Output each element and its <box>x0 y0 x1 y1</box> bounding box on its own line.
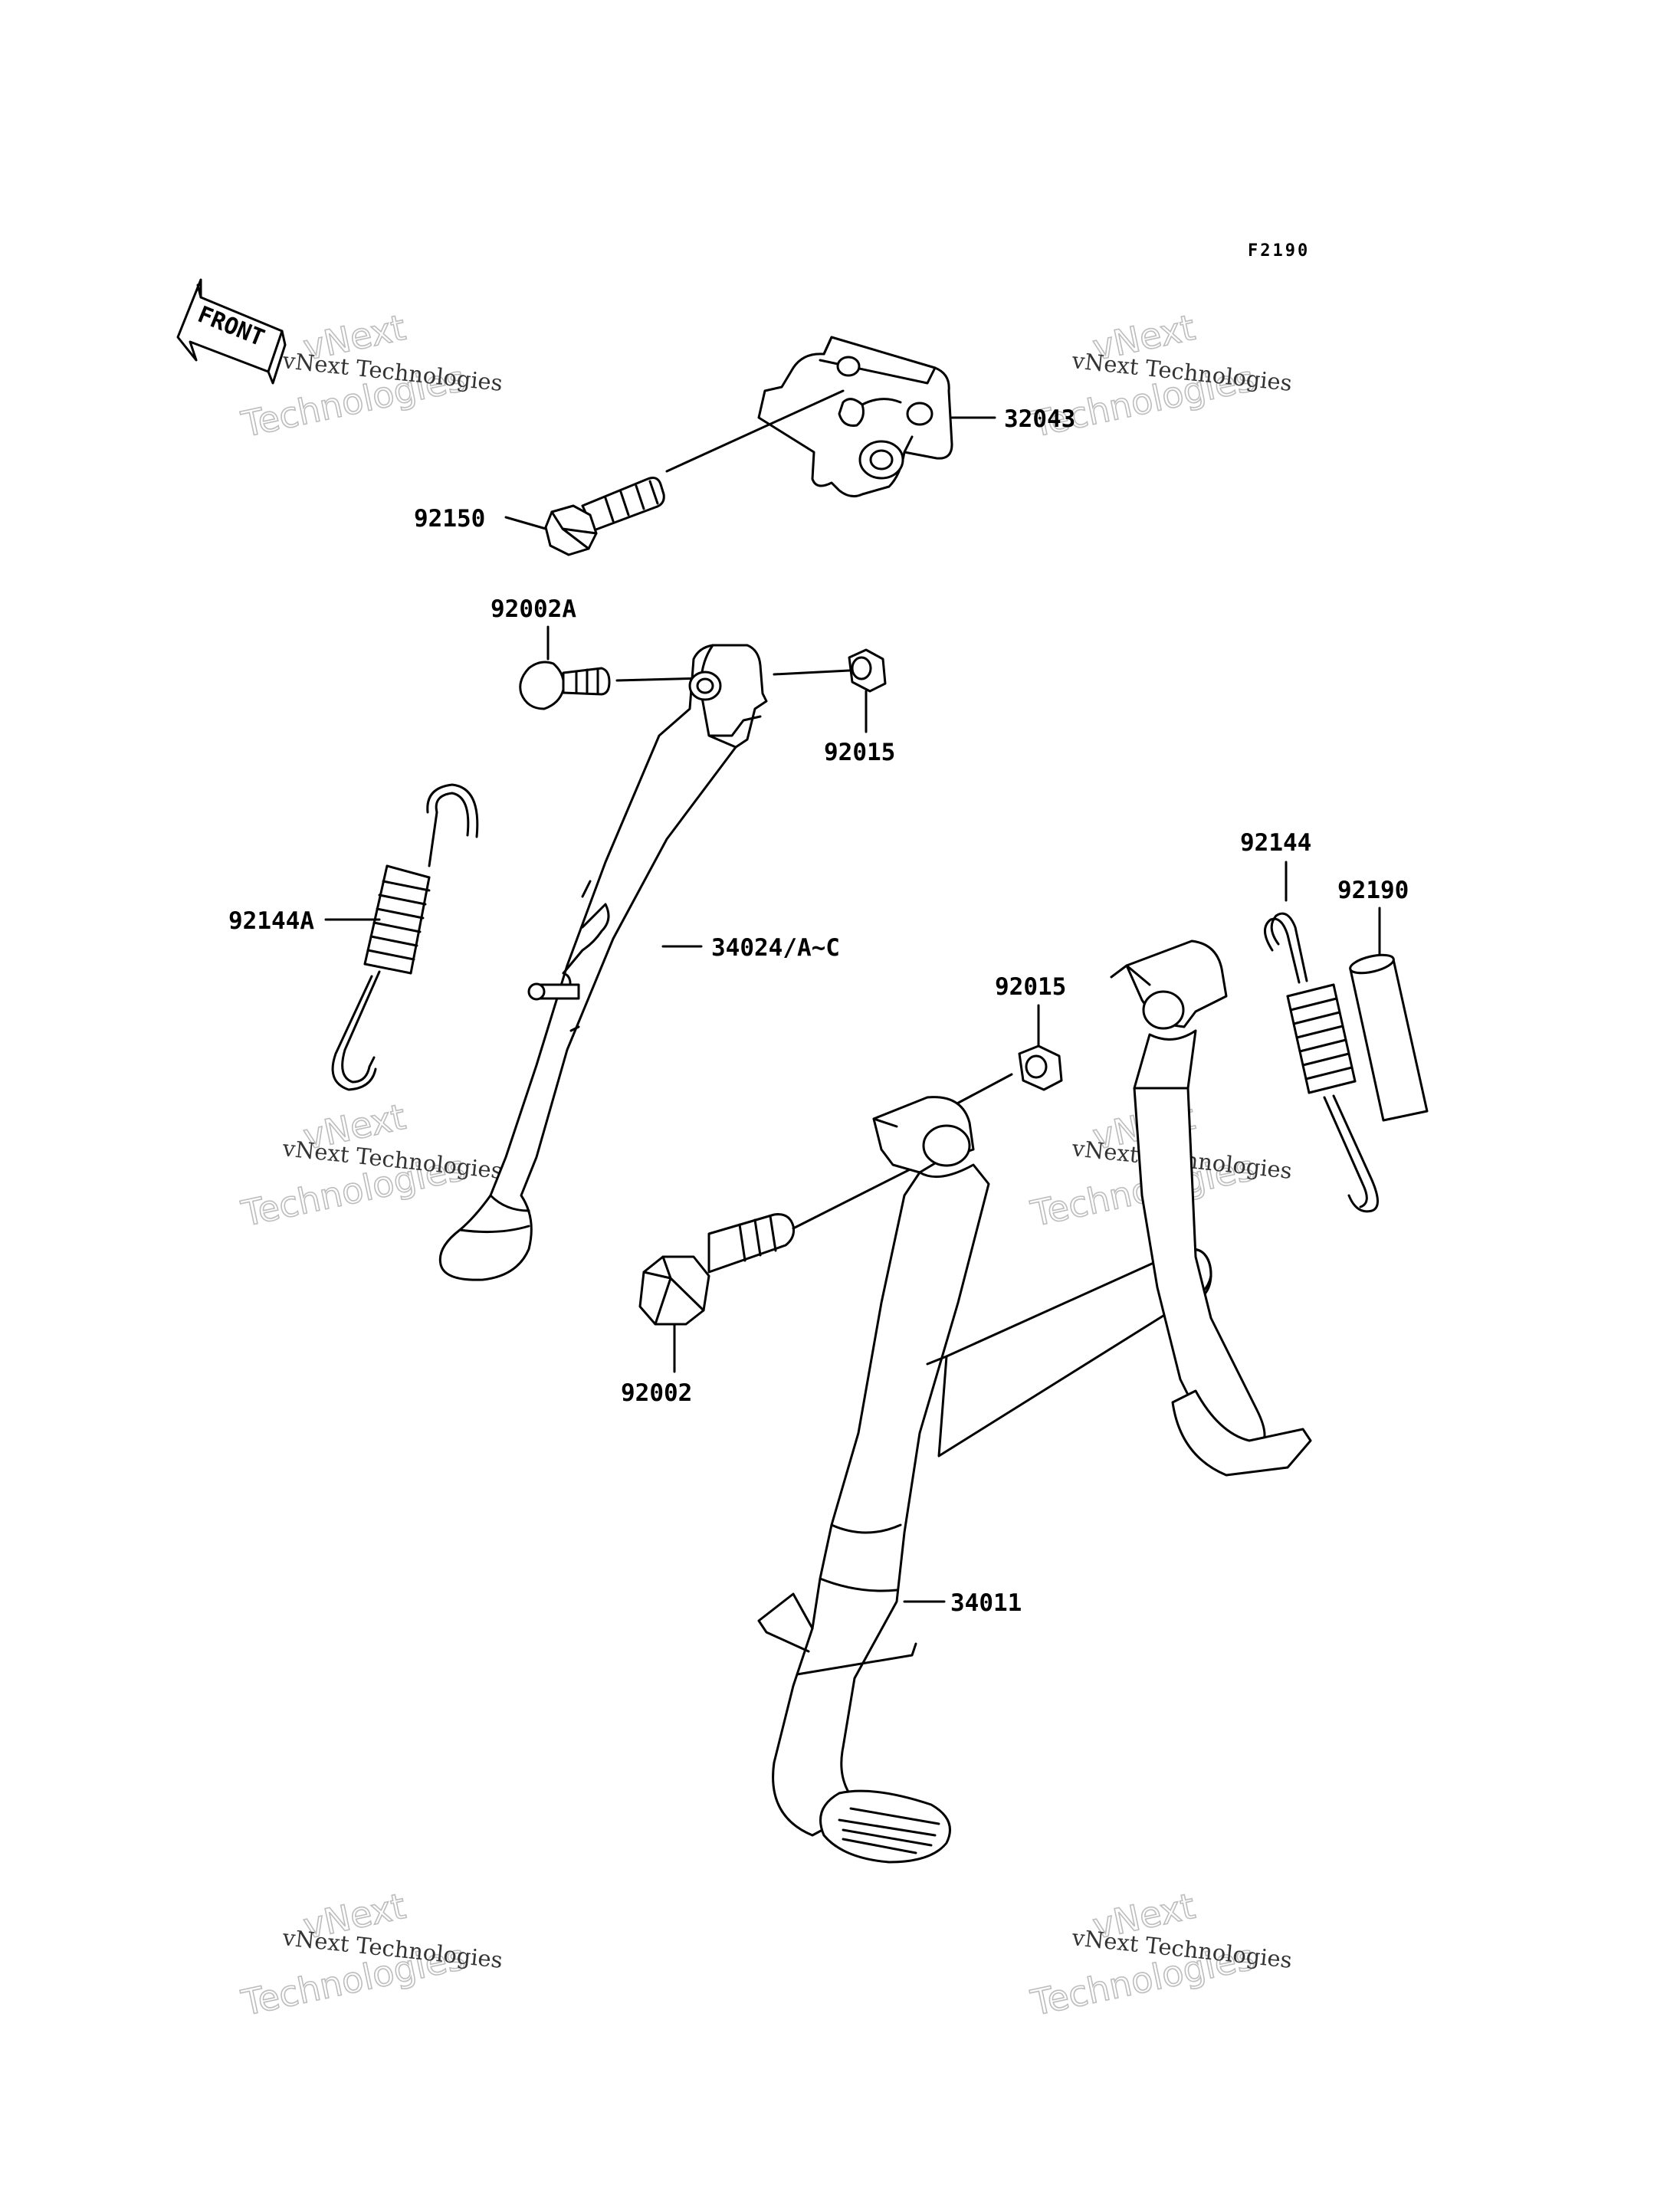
part-label-main-stand-bolt: 92002 <box>621 1379 692 1407</box>
watermark-group: vNext Technologies vNext Technologies vN… <box>237 306 1293 2025</box>
watermark-bottom-right: vNext Technologies vNext Technologies <box>1026 1884 1293 2025</box>
side-stand-bolt-drawing <box>519 661 611 710</box>
main-stand-spring-drawing <box>1264 912 1379 1213</box>
part-label-main-stand: 34011 <box>950 1589 1022 1617</box>
watermark-mid-left: vNext Technologies vNext Technologies <box>237 1095 504 1235</box>
watermark-bottom-left: vNext Technologies vNext Technologies <box>237 1884 504 2025</box>
part-label-collar: 92190 <box>1337 877 1409 904</box>
part-label-side-stand-nut: 92015 <box>824 739 895 766</box>
main-stand-drawing <box>757 939 1312 1864</box>
side-stand-drawing <box>438 644 768 1281</box>
front-arrow-icon: FRONT <box>176 278 287 385</box>
leader-line <box>773 669 851 676</box>
figure-code: F2190 <box>1248 241 1310 261</box>
part-label-main-stand-nut: 92015 <box>995 973 1066 1001</box>
part-label-side-stand: 34024/A~C <box>711 934 840 962</box>
leader-line <box>504 516 547 530</box>
side-stand-spring-drawing <box>331 783 479 1091</box>
collar-drawing <box>1349 953 1429 1122</box>
bracket-bolt-drawing <box>544 477 665 556</box>
part-label-side-stand-bolt: 92002A <box>491 595 576 623</box>
bracket-drawing <box>757 336 953 498</box>
part-label-main-stand-spring: 92144 <box>1240 829 1311 857</box>
part-label-bracket: 32043 <box>1004 405 1075 433</box>
side-stand-nut-drawing <box>848 648 887 693</box>
leader-line <box>615 677 707 682</box>
watermark-top-left: vNext Technologies vNext Technologies <box>237 306 504 446</box>
main-stand-nut-drawing <box>1018 1044 1063 1091</box>
part-label-bracket-bolt: 92150 <box>414 505 485 533</box>
main-stand-bolt-drawing <box>638 1213 795 1326</box>
part-label-side-stand-spring: 92144A <box>228 907 314 935</box>
leader-line <box>665 389 845 473</box>
